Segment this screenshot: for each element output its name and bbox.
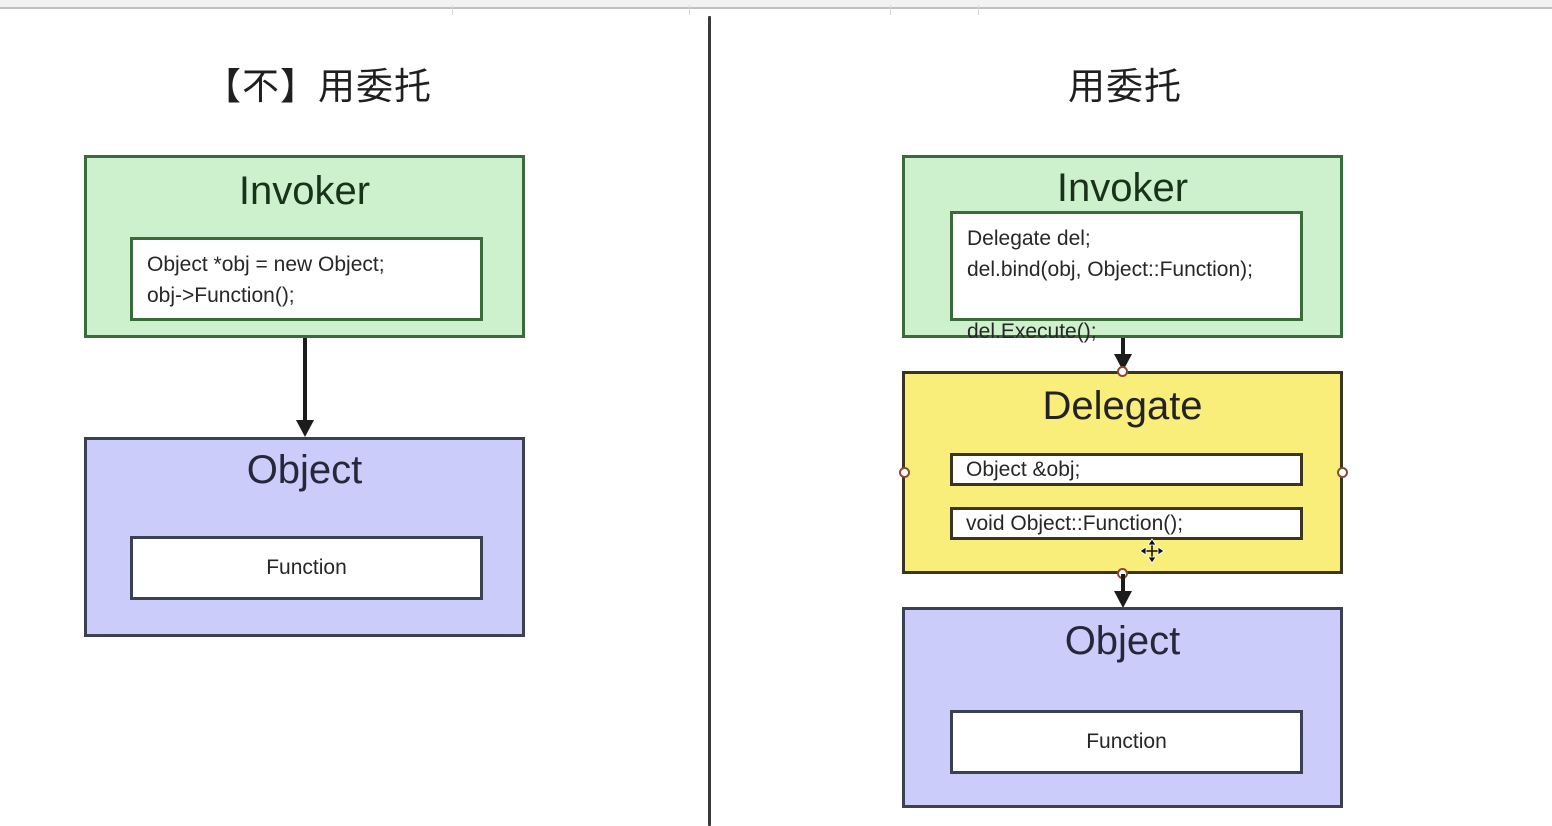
move-cursor-icon [1139,538,1165,564]
right-invoker-title: Invoker [1056,166,1189,210]
right-panel-title: 用委托 [1068,65,1182,108]
left-panel-title: 【不】用委托 [204,65,432,108]
right-delegate-field-slot[interactable]: Object &obj; [950,453,1303,486]
right-object-function-slot[interactable]: Function [950,710,1303,774]
toolbar-separator [890,5,891,15]
left-invoker-title: Invoker [238,169,371,213]
right-delegate-method-slot[interactable]: void Object::Function(); [950,507,1303,540]
arrow-shaft [1121,338,1125,354]
arrow-shaft [1121,574,1125,591]
toolbar-separator [978,5,979,15]
delegate-handle-right[interactable] [1337,467,1348,478]
arrow-head-icon [296,420,314,437]
left-object-function-label: Function [266,556,347,579]
left-object-node[interactable]: Object Function [84,437,525,637]
right-invoker-code-slot[interactable]: Delegate del; del.bind(obj, Object::Func… [950,211,1303,343]
left-object-function-slot[interactable]: Function [130,536,483,600]
left-invoker-node[interactable]: Invoker Object *obj = new Object; obj->F… [84,155,525,338]
toolbar-separator [452,5,453,15]
toolbar-separator [689,5,690,15]
arrow-head-icon [1114,591,1132,608]
right-object-title: Object [1064,619,1181,663]
left-object-title: Object [246,448,363,492]
right-delegate-node[interactable]: Delegate Object &obj; void Object::Funct… [902,371,1343,574]
arrow-shaft [303,338,307,420]
toolbar-bottom-edge [0,0,1552,9]
delegate-handle-left[interactable] [899,467,910,478]
right-delegate-title: Delegate [1042,384,1203,428]
right-object-function-label: Function [1086,730,1167,753]
right-delegate-field-text: Object &obj; [966,457,1081,481]
left-invoker-code-slot[interactable]: Object *obj = new Object; obj->Function(… [130,237,483,321]
right-invoker-code-text: Delegate del; del.bind(obj, Object::Func… [967,227,1253,344]
right-object-node[interactable]: Object Function [902,607,1343,808]
right-delegate-method-text: void Object::Function(); [966,511,1184,535]
panel-divider [708,16,711,826]
right-invoker-node[interactable]: Invoker Delegate del; del.bind(obj, Obje… [902,155,1343,343]
delegate-handle-top[interactable] [1117,366,1128,377]
left-invoker-code-text: Object *obj = new Object; obj->Function(… [147,253,385,308]
